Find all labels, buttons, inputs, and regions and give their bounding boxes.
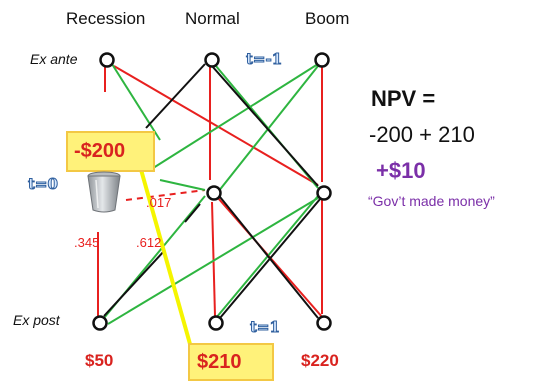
- cost-highlight: -$200: [66, 131, 155, 172]
- payoff-highlight: $210: [188, 343, 274, 381]
- time-label-t-0: t=0: [28, 175, 59, 193]
- edge-line: [184, 203, 201, 223]
- cost-label: -$200: [74, 140, 126, 162]
- edge-line: [149, 63, 319, 171]
- edge-line: [107, 197, 319, 325]
- edge-line: [111, 63, 161, 141]
- edge-line: [159, 179, 206, 191]
- row-label-ex-ante: Ex ante: [30, 51, 78, 67]
- row-label-ex-post: Ex post: [13, 312, 60, 328]
- payoff-recession: $50: [85, 351, 114, 370]
- state-label-recession: Recession: [66, 9, 146, 28]
- npv-equation: -200 + 210: [369, 122, 475, 147]
- node-ex-ante-normal: [204, 52, 220, 68]
- npv-note: “Gov’t made money”: [368, 193, 495, 209]
- node-ex-post-boom: [316, 315, 332, 331]
- node-ex-ante-recession: [99, 52, 115, 68]
- edge-line: [145, 63, 206, 129]
- probability-recession: .345: [74, 235, 100, 250]
- state-label-normal: Normal: [185, 9, 240, 28]
- edge-line: [215, 195, 319, 319]
- state-label-boom: Boom: [305, 9, 350, 28]
- time-label-t-1: t=1: [250, 318, 281, 336]
- edge-line: [113, 65, 319, 186]
- npv-result: +$10: [376, 158, 426, 183]
- edge-line: [103, 249, 166, 317]
- node-ex-ante-boom: [314, 52, 330, 68]
- node-t0-normal: [206, 185, 222, 201]
- node-t0-boom: [316, 185, 332, 201]
- edge-line: [125, 189, 206, 201]
- node-ex-post-normal: [208, 315, 224, 331]
- time-label-t-minus-1: t=-1: [245, 50, 283, 68]
- edge-line: [219, 191, 327, 319]
- bucket-icon: [87, 171, 121, 213]
- probability-normal: .612: [136, 235, 162, 250]
- payoff-normal: $210: [197, 351, 242, 373]
- node-ex-post-recession: [92, 315, 108, 331]
- edge-line: [211, 65, 319, 187]
- edge-line: [211, 201, 216, 317]
- probability-boom: .017: [146, 195, 172, 210]
- edge-line: [215, 191, 319, 319]
- highlight-connector: [138, 165, 192, 345]
- npv-title: NPV =: [371, 86, 436, 111]
- payoff-boom: $220: [301, 351, 339, 370]
